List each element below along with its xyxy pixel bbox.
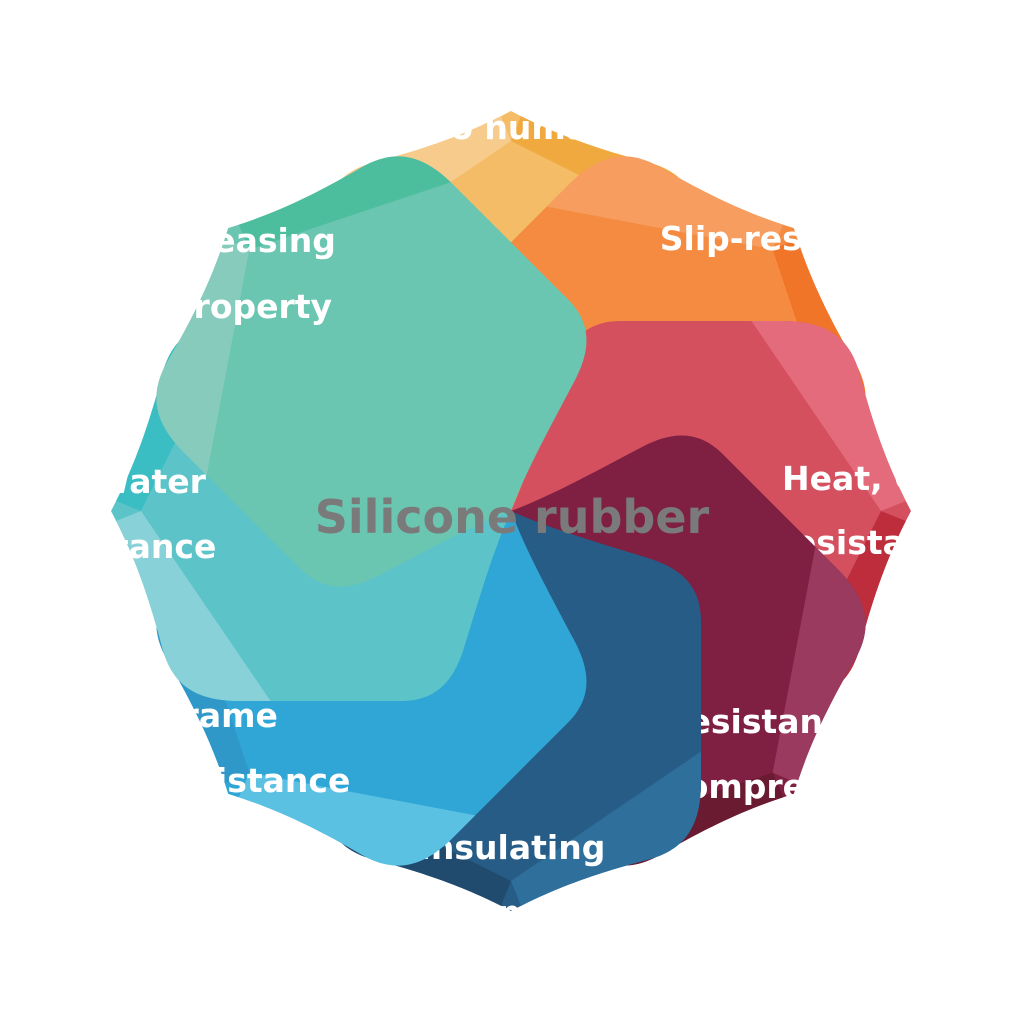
label-releasing-line2: property: [170, 287, 332, 326]
label-releasing-line1: Releasing: [154, 221, 336, 260]
label-insulating-line2: property: [435, 893, 597, 932]
label-water-line1: Water: [94, 462, 207, 501]
label-compression: Resistance to compression: [663, 702, 915, 806]
label-harmless-line2: to human: [434, 108, 611, 147]
label-harmless-line1: Harmless: [432, 48, 606, 87]
label-frame-line1: Frame: [162, 696, 278, 735]
label-compression-line2: compression: [666, 767, 902, 806]
label-releasing: Releasing property: [154, 221, 336, 326]
label-water-line2: resistance: [24, 527, 217, 566]
label-water: Water resistance: [24, 462, 217, 566]
label-harmless: Harmless to human: [432, 48, 611, 147]
label-slip-resistance: Slip-resistance: [660, 219, 936, 258]
label-slip-line1: Slip-resistance: [660, 219, 936, 258]
label-frame-line2: resistance: [158, 761, 351, 800]
center-title: Silicone rubber: [315, 490, 710, 544]
label-compression-line1: Resistance to: [663, 702, 915, 741]
label-frame: Frame resistance: [158, 696, 351, 800]
label-heat-line1: Heat, Cold: [782, 459, 976, 498]
